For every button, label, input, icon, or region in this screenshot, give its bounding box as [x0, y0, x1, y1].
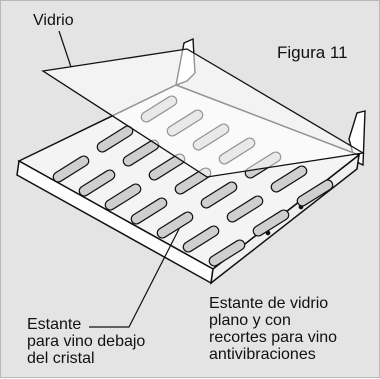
shelf-slot	[78, 169, 116, 197]
shelf-description-line: recortes para vino	[209, 329, 338, 346]
leader-lines	[58, 30, 180, 328]
lower-shelf-label-line: para vino debajo	[27, 333, 146, 350]
shelf-slot	[156, 211, 194, 239]
lower-shelf-label-line: del cristal	[27, 350, 95, 367]
lower-shelf-label-line: Estante	[27, 316, 82, 333]
shelf-slot	[182, 225, 220, 253]
shelf-description-line: antivibraciones	[209, 346, 316, 363]
glass-pane	[41, 48, 365, 178]
shelf-slot	[104, 183, 142, 211]
shelf-description: Estante de vidrio plano y con recortes p…	[209, 295, 337, 363]
shelf-slot	[296, 179, 334, 207]
glass-label: Vidrio	[33, 12, 74, 29]
shelf-slot	[226, 195, 264, 223]
shelf-slot	[270, 165, 308, 193]
shelf-slot	[208, 239, 246, 267]
shelf-slot	[52, 155, 90, 183]
shelf-slot	[252, 209, 290, 237]
shelf-description-line: Estante de vidrio	[209, 295, 329, 312]
lower-shelf-label: Estante para vino debajo del cristal	[27, 316, 145, 367]
shelf-slot	[200, 181, 238, 209]
figure-title: Figura 11	[277, 43, 348, 62]
shelf-description-line: plano y con	[209, 312, 291, 329]
shelf-slot	[130, 197, 168, 225]
